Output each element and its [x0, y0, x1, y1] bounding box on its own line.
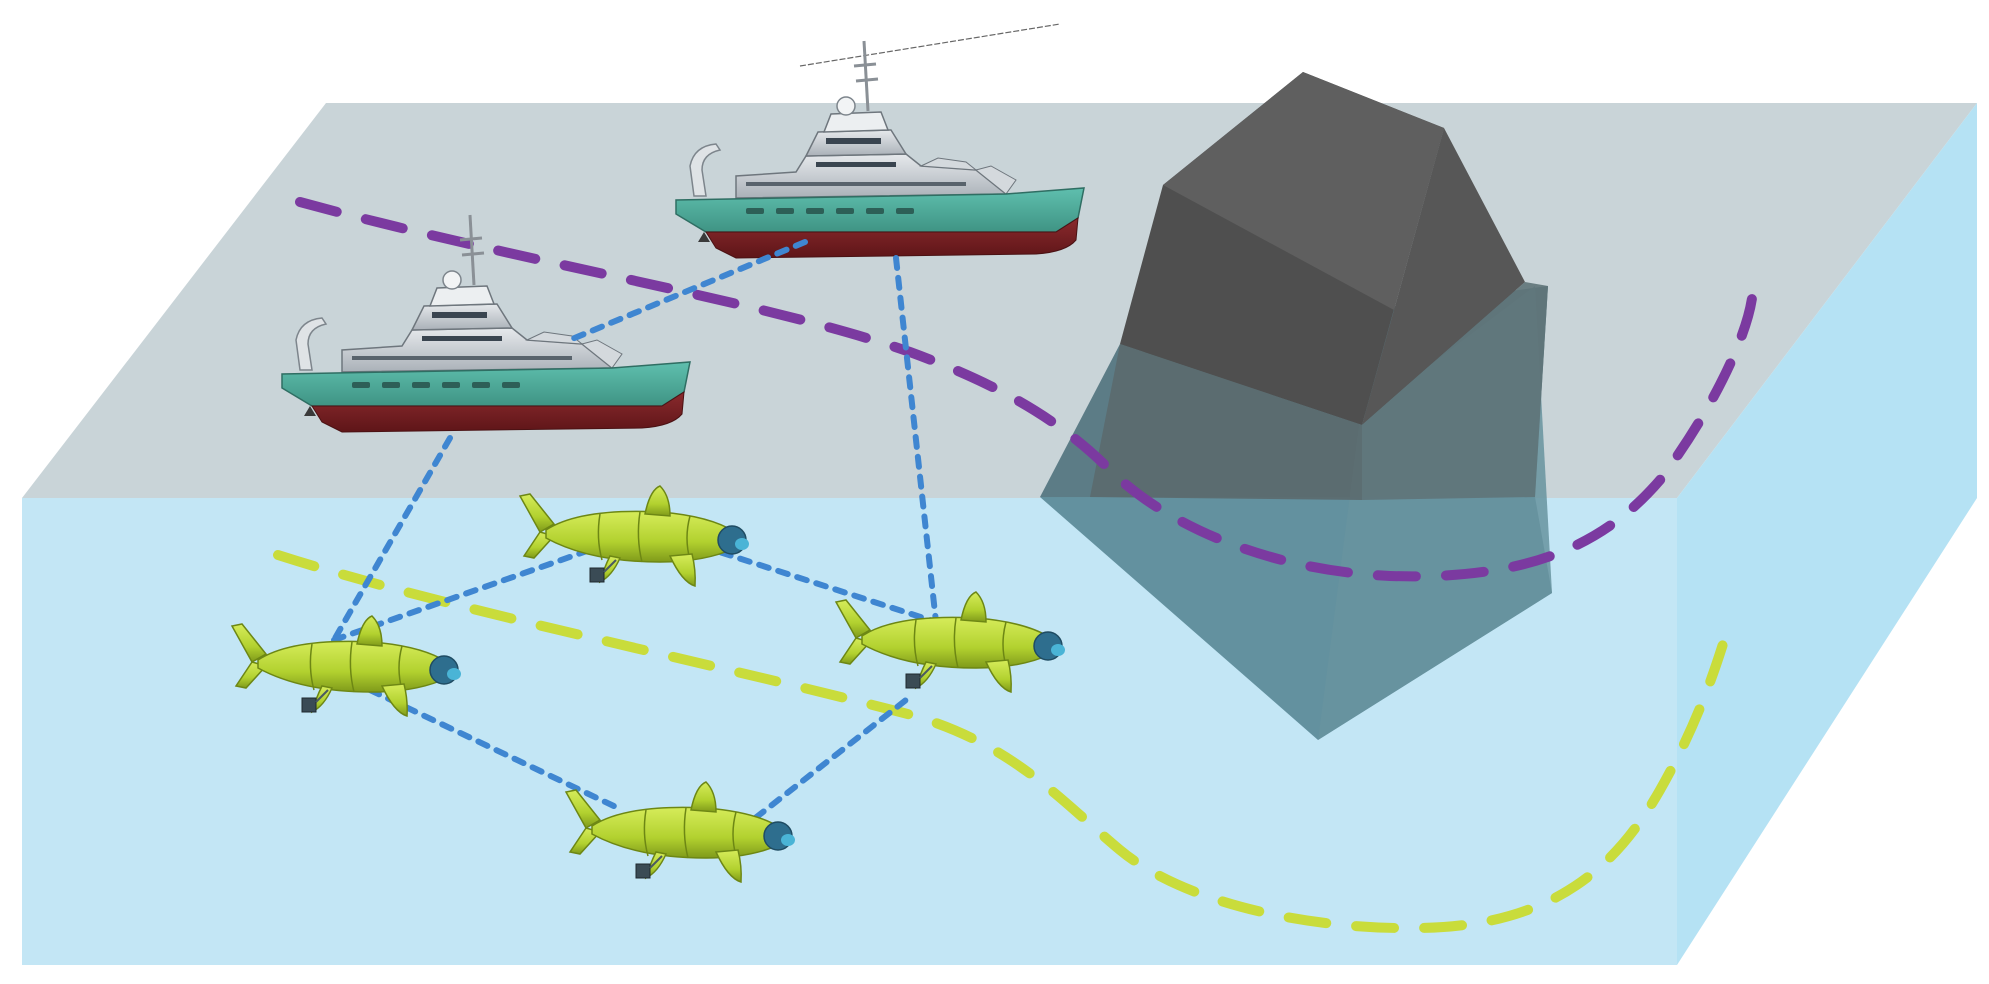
communication-links: [331, 239, 939, 833]
link-vessel1-fish1: [331, 435, 453, 643]
antenna-wire: [799, 23, 1061, 67]
link-fish4-fish3: [737, 697, 909, 833]
surface-path: [295, 197, 1758, 582]
link-vessel2-vessel1: [562, 239, 808, 345]
water-side-face: [1677, 103, 1977, 965]
underwater-path: [273, 550, 1733, 934]
rock-obstacle: [1040, 72, 1552, 740]
link-fish1-fish2: [331, 537, 621, 643]
link-vessel2-fish3: [893, 255, 939, 625]
link-fish1-fish4: [367, 687, 621, 811]
